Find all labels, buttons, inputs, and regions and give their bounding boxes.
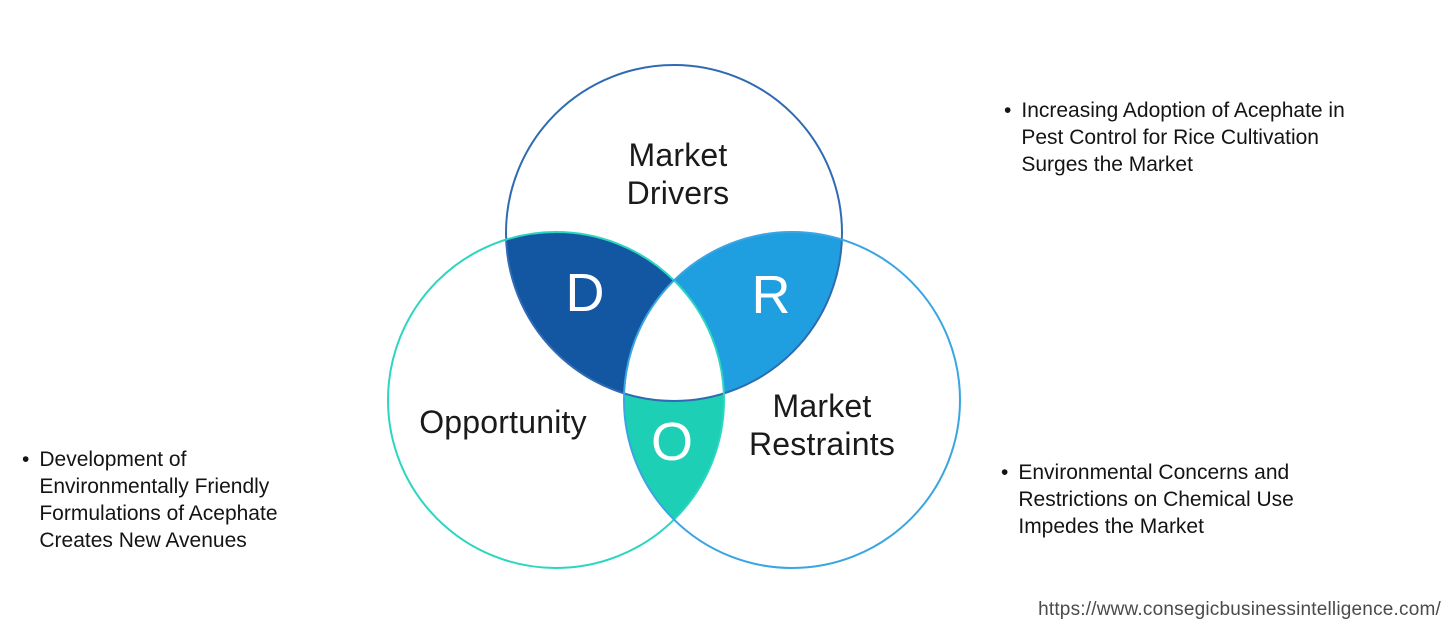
opportunity-circle-outline (387, 231, 725, 569)
opportunity-note-text: Development of Environmentally Friendly … (39, 448, 278, 552)
letter-d: D (566, 263, 605, 323)
drivers-circle-outline (505, 64, 843, 402)
opportunity-note: • Development of Environmentally Friendl… (22, 446, 319, 554)
drivers-note-text: Increasing Adoption of Acephate in Pest … (1021, 99, 1345, 176)
market-restraints-label: Market Restraints (748, 388, 896, 462)
letter-r: R (752, 265, 791, 325)
restraints-circle-outline (623, 231, 961, 569)
bullet-icon: • (1004, 99, 1012, 122)
drivers-note: • Increasing Adoption of Acephate in Pes… (1004, 97, 1381, 178)
source-url: https://www.consegicbusinessintelligence… (1038, 599, 1441, 620)
restraints-note: • Environmental Concerns and Restriction… (1001, 459, 1338, 540)
market-drivers-label: Market Drivers (626, 137, 730, 211)
venn-diagram: D R O (387, 64, 961, 569)
bullet-icon: • (1001, 461, 1009, 484)
bullet-icon: • (22, 448, 30, 471)
opportunity-label: Opportunity (419, 404, 587, 440)
letter-o: O (651, 412, 693, 472)
restraints-note-text: Environmental Concerns and Restrictions … (1018, 461, 1294, 538)
